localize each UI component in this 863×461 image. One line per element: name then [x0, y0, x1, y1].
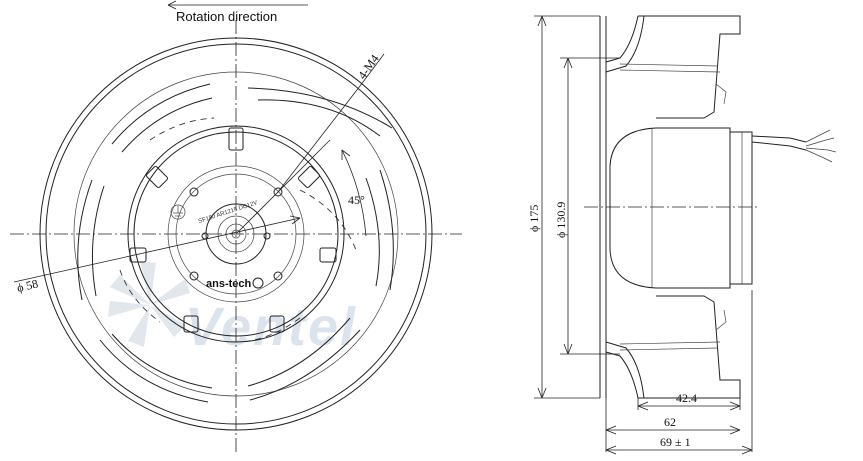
hub-plate [167, 165, 305, 303]
outer-ring-inner [45, 43, 427, 425]
ground-symbol-icon [170, 204, 186, 220]
hub-outer [127, 125, 345, 343]
blade-ring [73, 71, 399, 397]
dim69-label: 69 ± 1 [660, 435, 691, 449]
cable [751, 129, 837, 163]
angle-label: 45° [348, 193, 365, 207]
rotation-label: Rotation direction [176, 9, 277, 24]
holes-callout: 4-M4 [277, 52, 385, 193]
front-view: SF180 AR1215 DC12V ans-tech Rotation dir… [10, 0, 462, 455]
rotation-indicator: Rotation direction [167, 0, 308, 24]
shaft-boss [205, 203, 267, 265]
phi175-dimension: ϕ 175 [527, 15, 600, 399]
watermark-logo: Ventel [108, 261, 357, 357]
phi58-dimension: ϕ 58 [13, 215, 301, 295]
dim42-label: 42.4 [676, 391, 697, 405]
holes-label: 4-M4 [355, 52, 382, 82]
dim62-label: 62 [664, 415, 676, 429]
width-dimensions: 42.4 62 69 ± 1 [605, 290, 753, 455]
phi175-label: ϕ 175 [527, 205, 541, 232]
hub-marking-text: SF180 AR1215 DC12V [198, 200, 259, 225]
hub-clips [129, 127, 337, 333]
impeller-blades [77, 83, 394, 403]
brand-logo: ans-tech [206, 277, 264, 290]
brand-text: ans-tech [206, 278, 252, 290]
watermark-text: Ventel [185, 297, 357, 357]
phi130-dimension: ϕ 130.9 [554, 57, 620, 355]
phi58-label: ϕ 58 [16, 276, 40, 294]
phi130-label: ϕ 130.9 [554, 202, 568, 238]
angle-dimension: 45° [235, 139, 367, 237]
side-view: ϕ 175 ϕ 130.9 42.4 62 69 ± 1 [527, 15, 837, 455]
outer-ring [39, 37, 433, 431]
motor-body [609, 127, 753, 289]
hub-rim [133, 131, 339, 337]
